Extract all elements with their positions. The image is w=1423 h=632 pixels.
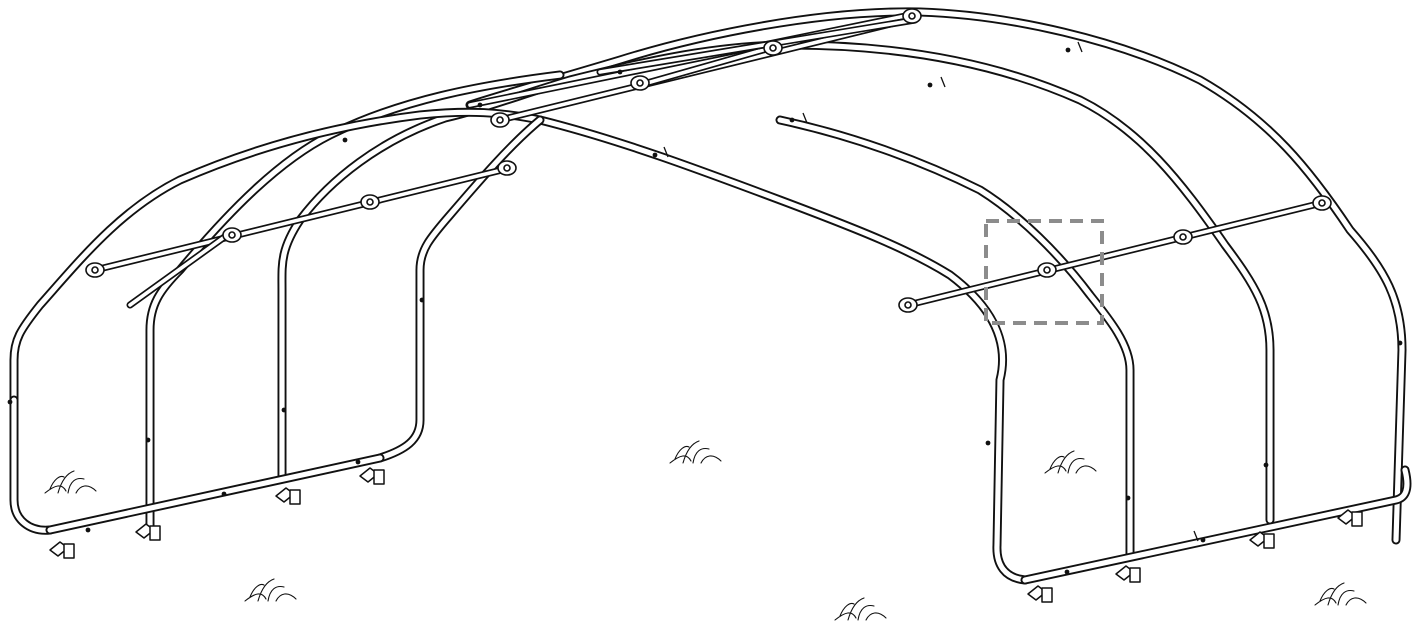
ground-anchor-8 [1337, 509, 1363, 527]
feet-layer [49, 467, 1363, 603]
ridge-purlin-4 [596, 16, 919, 76]
grass-tuft-6 [1314, 582, 1367, 606]
joint-clamp-8 [902, 8, 922, 24]
bolt-14 [617, 69, 623, 75]
arch-front [9, 107, 1030, 585]
seam-1 [663, 146, 669, 158]
joint-clamp-7 [763, 40, 783, 56]
ground-anchor-3 [275, 487, 301, 505]
arch-left-inner [145, 70, 565, 535]
joint-clamp-6 [630, 75, 650, 91]
base-rail-left [45, 453, 385, 535]
seam-2 [802, 112, 808, 124]
leg-front-left [9, 395, 55, 535]
bolt-18 [1397, 340, 1403, 346]
purlin-right-lower [904, 199, 1326, 309]
bolt-8 [652, 152, 658, 158]
joint-clamp-12 [1312, 195, 1332, 211]
grass-tuft-1 [44, 470, 97, 494]
seam-5 [1193, 530, 1199, 542]
frame-layer [9, 7, 1412, 585]
grass-tuft-3 [669, 440, 722, 464]
bolt-20 [1200, 537, 1206, 543]
seam-4 [1077, 41, 1083, 53]
ground-anchor-5 [1027, 585, 1053, 603]
leg-left-rear [375, 115, 545, 463]
bolt-10 [927, 82, 933, 88]
bolt-4 [419, 297, 425, 303]
bolt-15 [985, 440, 991, 446]
bolt-5 [221, 491, 227, 497]
detail-highlight-box [984, 219, 1104, 325]
joint-clamp-3 [360, 194, 380, 210]
joint-clamp-5 [490, 112, 510, 128]
seam-3 [940, 76, 946, 88]
grass-tuft-5 [834, 597, 887, 621]
bolt-16 [1125, 495, 1131, 501]
ground-anchor-1 [49, 541, 75, 559]
ground-anchor-6 [1115, 565, 1141, 583]
ground-anchor-4 [359, 467, 385, 485]
joint-clamp-11 [1173, 229, 1193, 245]
bolt-6 [85, 527, 91, 533]
bolt-13 [477, 102, 483, 108]
joint-clamp-4 [497, 160, 517, 176]
bolt-11 [1065, 47, 1071, 53]
ground-anchor-2 [135, 523, 161, 541]
bolt-9 [789, 117, 795, 123]
arch-front-right-rib [775, 115, 1135, 560]
bolt-3 [281, 407, 287, 413]
grass-layer [44, 440, 1367, 621]
ridge-purlin-2 [636, 44, 774, 89]
arch-back [465, 7, 1407, 545]
grass-tuft-4 [1044, 450, 1097, 474]
joint-clamp-10 [1037, 262, 1057, 278]
joint-clamp-9 [898, 297, 918, 313]
joints-layer [7, 8, 1403, 575]
grass-tuft-2 [244, 578, 297, 602]
bolt-12 [342, 137, 348, 143]
bolt-1 [7, 399, 13, 405]
bolt-7 [355, 459, 361, 465]
bolt-2 [145, 437, 151, 443]
bolt-17 [1263, 462, 1269, 468]
joint-clamp-1 [85, 262, 105, 278]
base-rail-right [1020, 465, 1412, 585]
ground-anchor-7 [1249, 531, 1275, 549]
bolt-19 [1064, 569, 1070, 575]
joint-clamp-2 [222, 227, 242, 243]
eave-brace [126, 229, 234, 309]
purlin-left-lower [91, 164, 514, 274]
